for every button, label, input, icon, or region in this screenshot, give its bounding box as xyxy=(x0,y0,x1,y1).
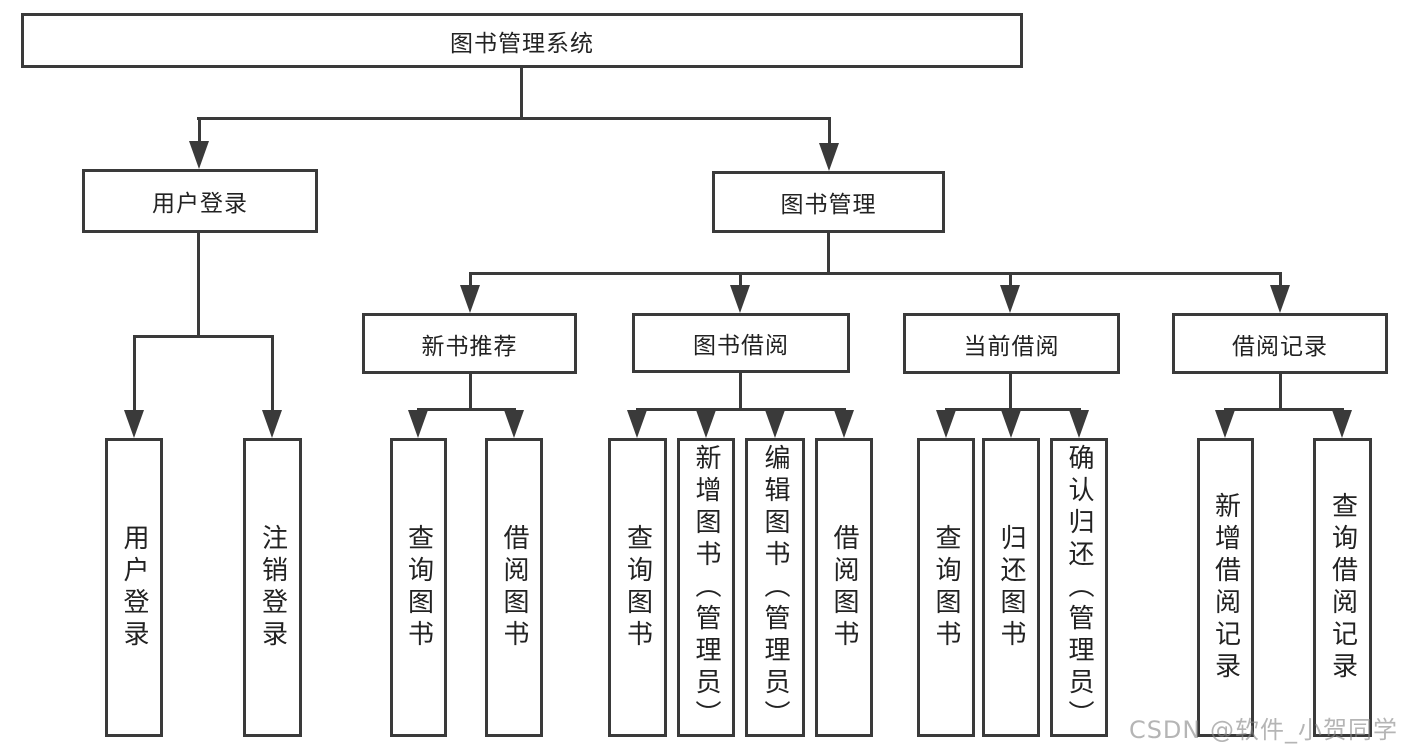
node-current-borrowing-label: 当前借阅 xyxy=(963,333,1060,360)
arrow-down-icon xyxy=(189,117,209,169)
node-logout-label: 注销登录 xyxy=(257,523,288,652)
node-br-add-record: 新增借阅记录 xyxy=(1197,438,1254,737)
node-book-management-label: 图书管理 xyxy=(780,192,877,218)
arrow-down-icon xyxy=(936,408,956,438)
node-cb-return-book-label: 归还图书 xyxy=(996,523,1026,652)
node-bb-query-book-label: 查询图书 xyxy=(622,523,653,652)
node-book-borrowing: 图书借阅 xyxy=(632,313,850,373)
connector-line xyxy=(827,233,830,272)
node-bb-add-book: 新增图书（管理员） xyxy=(677,438,735,737)
node-root: 图书管理系统 xyxy=(21,13,1023,68)
csdn-watermark: CSDN @软件_小贺同学 xyxy=(1128,716,1398,744)
node-cb-query-book: 查询图书 xyxy=(917,438,975,737)
arrow-down-icon xyxy=(696,408,716,438)
connector-line xyxy=(739,373,742,408)
node-bb-borrow-book-label: 借阅图书 xyxy=(829,523,859,652)
arrow-down-icon xyxy=(124,335,144,438)
node-bb-add-book-label: 新增图书（管理员） xyxy=(691,443,721,732)
node-book-management: 图书管理 xyxy=(712,171,945,233)
arrow-down-icon xyxy=(834,408,854,438)
connector-line xyxy=(520,68,523,117)
connector-line xyxy=(197,233,200,335)
arrow-down-icon xyxy=(408,408,428,438)
node-br-query-record: 查询借阅记录 xyxy=(1313,438,1372,737)
arrow-down-icon xyxy=(1270,272,1290,313)
node-cb-confirm-return: 确认归还（管理员） xyxy=(1050,438,1108,737)
connector-line xyxy=(469,272,1282,275)
arrow-down-icon xyxy=(262,335,282,438)
node-user-login-leaf: 用户登录 xyxy=(105,438,163,737)
connector-line xyxy=(1009,374,1012,408)
arrow-down-icon xyxy=(730,272,750,313)
arrow-down-icon xyxy=(1069,408,1089,438)
node-logout: 注销登录 xyxy=(243,438,302,737)
node-bb-query-book: 查询图书 xyxy=(608,438,667,737)
node-borrow-records: 借阅记录 xyxy=(1172,313,1388,374)
arrow-down-icon xyxy=(460,272,480,313)
node-br-add-record-label: 新增借阅记录 xyxy=(1210,491,1241,684)
connector-line xyxy=(636,408,846,411)
node-cb-query-book-label: 查询图书 xyxy=(931,523,961,652)
arrow-down-icon xyxy=(1001,408,1021,438)
node-current-borrowing: 当前借阅 xyxy=(903,313,1120,374)
node-bb-borrow-book: 借阅图书 xyxy=(815,438,873,737)
node-new-book-recommend-label: 新书推荐 xyxy=(421,333,518,360)
node-cb-confirm-return-label: 确认归还（管理员） xyxy=(1064,443,1094,732)
connector-line xyxy=(1224,408,1344,411)
node-borrow-records-label: 借阅记录 xyxy=(1232,333,1328,360)
connector-line xyxy=(469,374,472,408)
node-nb-borrow-book: 借阅图书 xyxy=(485,438,543,737)
arrow-down-icon xyxy=(1332,408,1352,438)
connector-line xyxy=(417,408,516,411)
node-nb-query-book: 查询图书 xyxy=(390,438,447,737)
node-cb-return-book: 归还图书 xyxy=(982,438,1040,737)
connector-line xyxy=(133,335,274,338)
node-user-login-leaf-label: 用户登录 xyxy=(119,523,149,652)
connector-line xyxy=(1279,374,1282,408)
node-new-book-recommend: 新书推荐 xyxy=(362,313,577,374)
arrow-down-icon xyxy=(765,408,785,438)
node-root-label: 图书管理系统 xyxy=(450,30,594,57)
node-br-query-record-label: 查询借阅记录 xyxy=(1327,491,1358,684)
arrow-down-icon xyxy=(1000,272,1020,313)
node-nb-borrow-book-label: 借阅图书 xyxy=(499,523,529,652)
node-nb-query-book-label: 查询图书 xyxy=(403,523,434,652)
connector-line xyxy=(945,408,1081,411)
arrow-down-icon xyxy=(627,408,647,438)
arrow-down-icon xyxy=(504,408,524,438)
node-bb-edit-book: 编辑图书（管理员） xyxy=(745,438,805,737)
node-book-borrowing-label: 图书借阅 xyxy=(693,333,789,359)
node-user-login-label: 用户登录 xyxy=(152,191,248,217)
arrow-down-icon xyxy=(819,117,839,171)
node-bb-edit-book-label: 编辑图书（管理员） xyxy=(760,443,790,732)
node-user-login: 用户登录 xyxy=(82,169,318,233)
connector-line xyxy=(197,117,831,120)
arrow-down-icon xyxy=(1215,408,1235,438)
